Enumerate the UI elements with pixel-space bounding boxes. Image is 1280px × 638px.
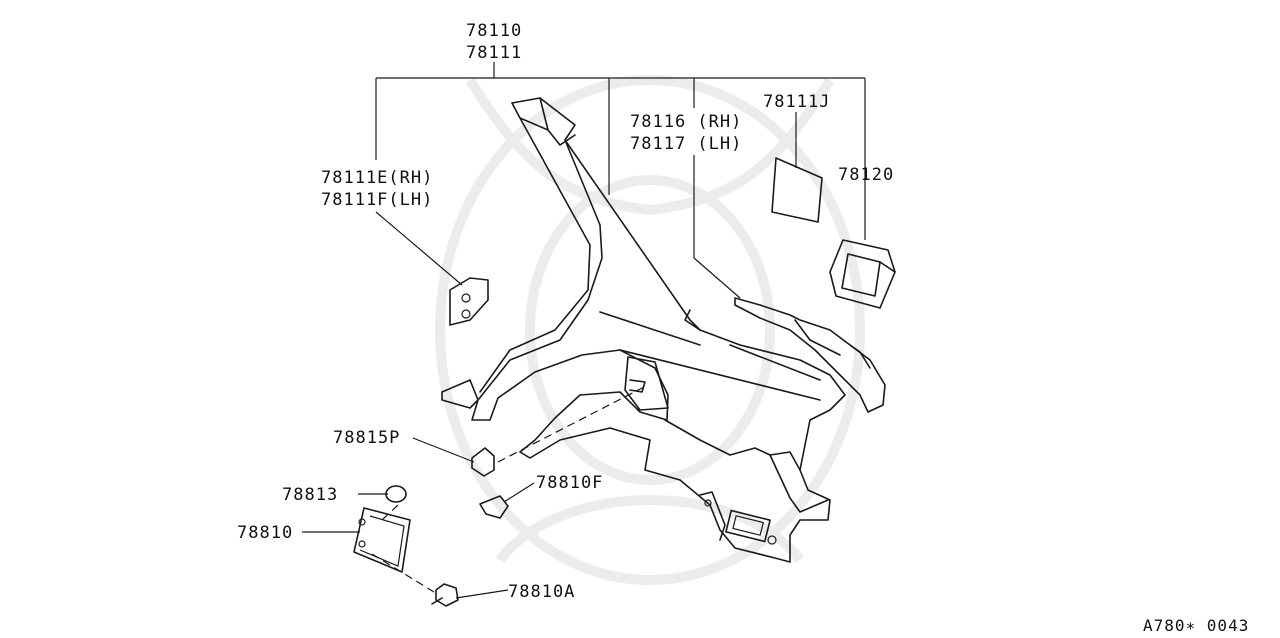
plug-part [412, 384, 649, 477]
label-78810f: 78810F [536, 473, 604, 493]
label-78111f: 78111F(LH) [321, 190, 434, 210]
filler-lid-part [302, 507, 435, 593]
label-78815p: 78815P [333, 428, 401, 448]
watermark-emblem [435, 75, 865, 585]
label-78810: 78810 [237, 523, 294, 543]
filler-pocket-part [829, 239, 896, 309]
bracket-part [375, 211, 489, 326]
footer-code: A780∗ 0043 [1143, 616, 1250, 635]
label-78117: 78117 (LH) [630, 134, 743, 154]
screw-part [431, 583, 509, 607]
rear-extension [693, 155, 886, 413]
label-78111j: 78111J [763, 92, 831, 112]
label-78813: 78813 [282, 485, 339, 505]
leader-78110 [375, 62, 866, 240]
label-78120: 78120 [838, 165, 895, 185]
label-78810a: 78810A [508, 582, 576, 602]
label-78116: 78116 (RH) [630, 112, 743, 132]
quarter-panel [441, 97, 846, 563]
label-78110: 78110 [466, 21, 523, 41]
label-78111e: 78111E(RH) [321, 168, 434, 188]
patch-part [771, 112, 823, 223]
seal-part [358, 485, 407, 521]
bumper-part [479, 482, 535, 519]
label-78111: 78111 [466, 43, 523, 63]
